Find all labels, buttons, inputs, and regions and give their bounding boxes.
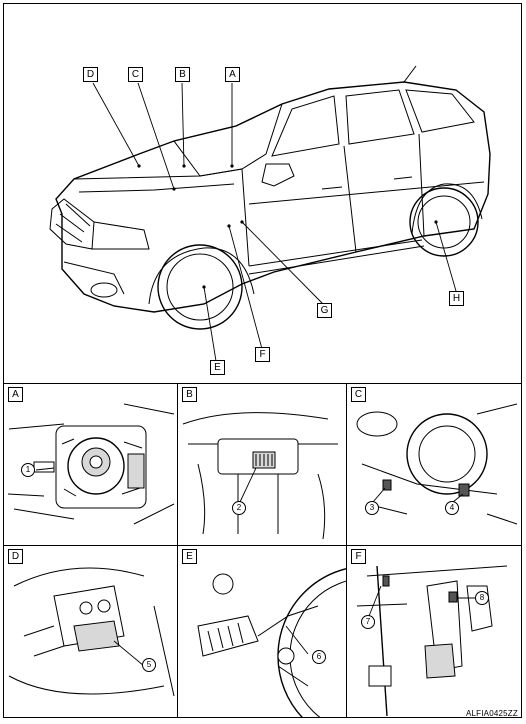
callout-G: G [317, 303, 332, 318]
vehicle-overview: D C B A G H F E [4, 4, 521, 382]
part-8-number: 8 [475, 591, 489, 605]
detail-D: D 5 [4, 546, 177, 718]
figure-frame [3, 3, 522, 718]
callout-C: C [128, 67, 143, 82]
detail-E-label: E [182, 549, 197, 564]
part-1-number: 1 [21, 463, 35, 477]
detail-C-label: C [351, 387, 366, 402]
part-3-number: 3 [365, 501, 379, 515]
callout-F: F [255, 347, 270, 362]
part-7-number: 7 [361, 615, 375, 629]
part-2-number: 2 [232, 501, 246, 515]
part-4-number: 4 [445, 501, 459, 515]
callout-A: A [225, 67, 240, 82]
detail-A-label: A [8, 387, 23, 402]
divider-col-1 [177, 383, 178, 718]
divider-col-2 [346, 383, 347, 718]
detail-B-drawing [182, 412, 338, 540]
figure-id: ALFIA0425ZZ [465, 709, 518, 718]
detail-A-drawing [7, 403, 175, 525]
detail-D-drawing [8, 567, 175, 697]
detail-B: B 2 [178, 384, 346, 545]
detail-A: A 1 [4, 384, 177, 545]
vehicle-illustration [49, 65, 491, 362]
detail-E-drawing [197, 568, 346, 718]
detail-F-drawing [356, 565, 508, 717]
detail-B-label: B [182, 387, 197, 402]
detail-C: C 3 4 [347, 384, 521, 545]
part-5-number: 5 [142, 658, 156, 672]
part-6-number: 6 [312, 650, 326, 664]
callout-H: H [449, 291, 464, 306]
divider-rows [3, 545, 522, 546]
detail-E: E 6 [178, 546, 346, 718]
detail-C-drawing [356, 403, 518, 525]
callout-D: D [83, 67, 98, 82]
detail-F-label: F [351, 549, 366, 564]
callout-E: E [210, 360, 225, 375]
callout-B: B [175, 67, 190, 82]
detail-F: F 7 8 [347, 546, 521, 718]
detail-D-label: D [8, 549, 23, 564]
divider-overview [3, 383, 522, 384]
